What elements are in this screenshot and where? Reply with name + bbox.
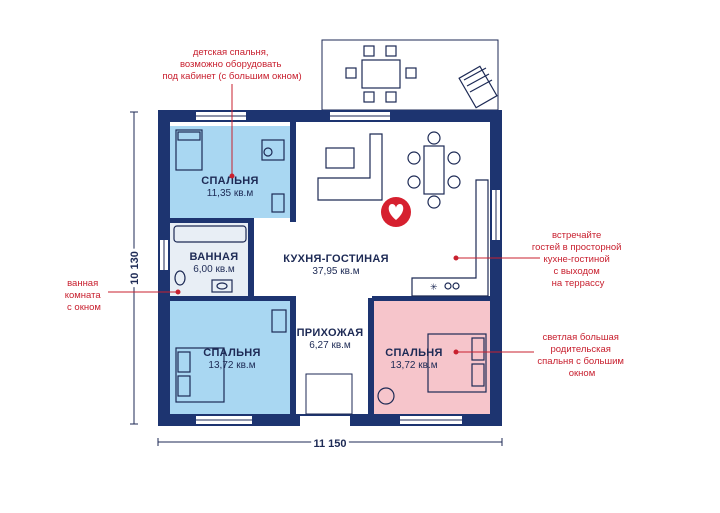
room-title-bedroom-top-left: СПАЛЬНЯ — [201, 175, 259, 187]
bedroom-bottom-left-floor — [170, 300, 294, 414]
kitchen-counter-icon — [411, 179, 489, 297]
bathtub-icon — [173, 225, 247, 243]
room-title-hallway: ПРИХОЖАЯ — [297, 327, 364, 339]
dimension-lines — [130, 111, 503, 446]
bedroom-bottom-right-floor — [372, 300, 490, 414]
room-title-bathroom: ВАННАЯ — [190, 251, 239, 263]
bed-single-icon — [175, 129, 203, 171]
note-bathroom-window: ванная комната с окном — [65, 278, 104, 313]
bedroom-top-left-floor — [170, 126, 290, 218]
wardrobe-icon — [271, 193, 285, 213]
note-kitchen-terrace: встречайте гостей в просторной кухне-гос… — [532, 230, 624, 289]
armchair-icon — [377, 387, 395, 405]
room-title-kitchen-living: КУХНЯ-ГОСТИНАЯ — [283, 253, 389, 265]
dimension-width: 11 150 — [313, 438, 346, 450]
note-master-bedroom: светлая большая родительская спальня с б… — [537, 332, 626, 379]
sofa-icon — [317, 133, 383, 201]
dining-table-icon — [407, 131, 461, 209]
room-area-hallway: 6,27 кв.м — [309, 340, 351, 351]
wardrobe-bl-icon — [271, 309, 287, 333]
terrace-dining-set-icon — [345, 45, 417, 103]
desk-icon — [261, 139, 285, 161]
dimension-height: 10 130 — [129, 251, 141, 285]
entrance-door — [305, 373, 353, 415]
note-kids-bedroom: детская спальня, возможно оборудовать по… — [162, 47, 301, 82]
fan-icon: ✳ — [430, 282, 438, 292]
room-area-bedroom-bottom-left: 13,72 кв.м — [208, 360, 255, 371]
heart-icon — [388, 204, 404, 220]
window-lines — [163, 115, 497, 421]
annotation-lines — [108, 84, 540, 355]
room-area-bathroom: 6,00 кв.м — [193, 264, 235, 275]
room-area-kitchen-living: 37,95 кв.м — [312, 266, 359, 277]
room-title-bedroom-bottom-left: СПАЛЬНЯ — [203, 347, 261, 359]
sink-icon — [211, 279, 233, 293]
room-area-bedroom-bottom-right: 13,72 кв.м — [390, 360, 437, 371]
room-area-bedroom-top-left: 11,35 кв.м — [207, 188, 254, 199]
bed-double-icon — [175, 347, 225, 403]
room-title-bedroom-bottom-right: СПАЛЬНЯ — [385, 347, 443, 359]
bed-master-icon — [427, 333, 487, 393]
toilet-icon — [174, 270, 186, 286]
lounger-icon — [458, 65, 498, 109]
